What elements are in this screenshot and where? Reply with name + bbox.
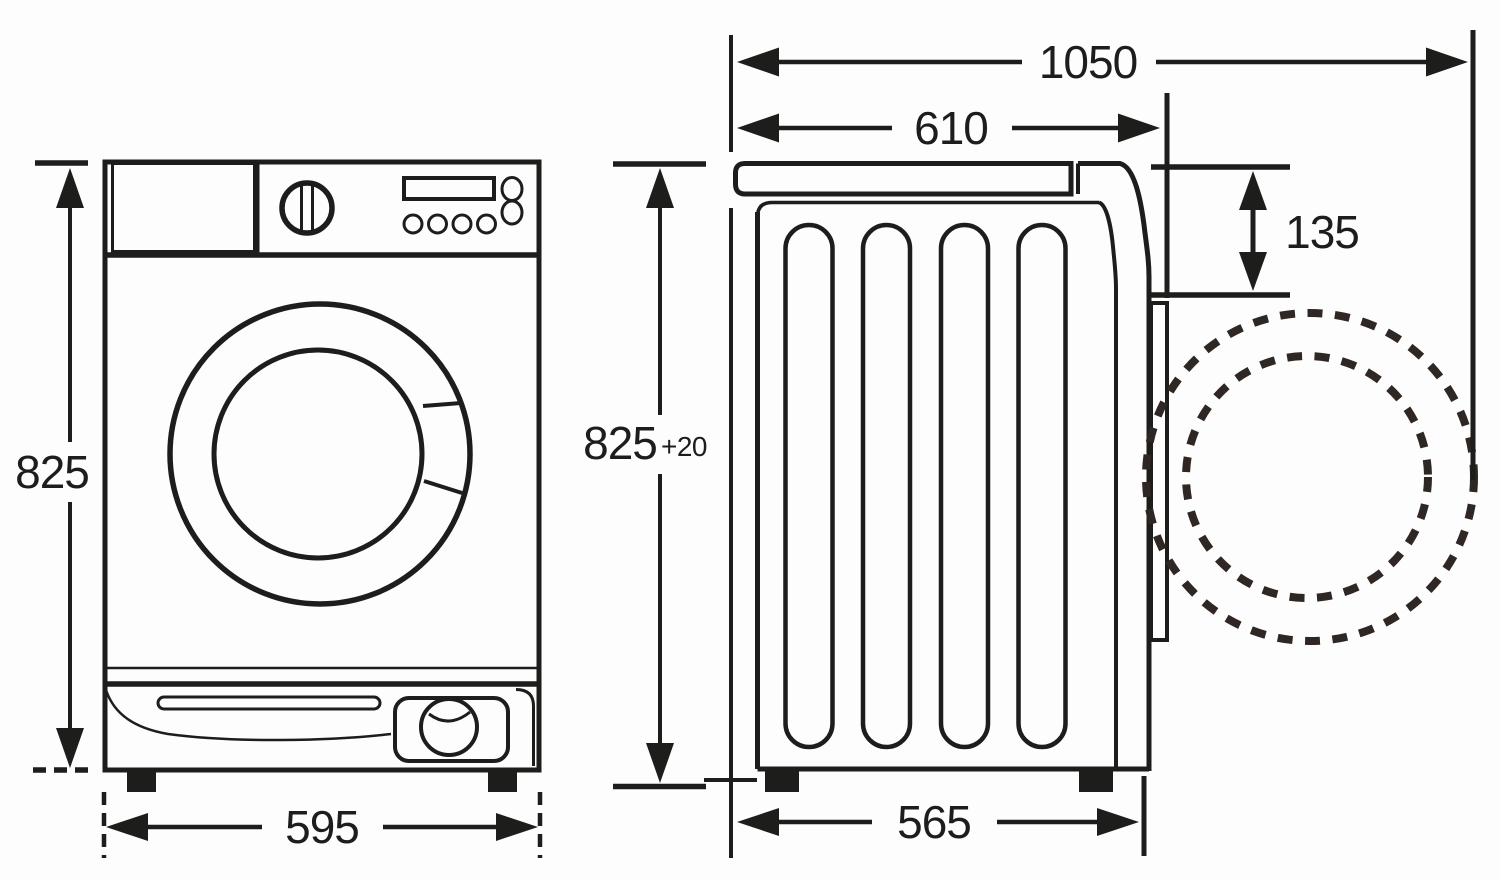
arrow-left [737, 113, 779, 143]
arrow-left [737, 808, 779, 836]
side-height-dimension [613, 161, 706, 790]
side-foot-left [765, 770, 799, 792]
control-buttons [402, 213, 497, 235]
side-foot-right [1079, 770, 1113, 792]
control-button [427, 213, 448, 235]
arrow-left [737, 47, 779, 77]
front-foot-left [127, 770, 156, 792]
front-face-edge [1097, 200, 1118, 769]
door-outer-ring [167, 301, 473, 607]
door-handle-top-line [422, 401, 462, 408]
front-height-dimension [33, 160, 96, 773]
body-top-edge [755, 200, 1099, 218]
arrow-down [646, 743, 674, 783]
display [402, 176, 496, 201]
side-panel-height-label: 135 [1285, 206, 1359, 258]
door-handle-bottom-line [423, 479, 463, 495]
worktop [733, 161, 1074, 197]
side-base-depth-label: 565 [897, 796, 971, 848]
door-side-profile [1149, 301, 1169, 642]
side-button [500, 199, 524, 226]
arrow-down [1239, 252, 1267, 291]
arrow-down [56, 728, 84, 768]
side-upper-depth-dimension [737, 113, 1160, 143]
arrow-up [56, 168, 84, 208]
arrow-right [1118, 113, 1160, 143]
door-swing-inner-dashed [1182, 352, 1432, 602]
front-foot-right [488, 770, 517, 792]
top-front-outer-edge [1078, 161, 1152, 771]
side-height-tolerance-label: +20 [661, 431, 707, 462]
side-total-depth-label: 1050 [1039, 36, 1137, 88]
arrow-right [1426, 47, 1468, 77]
filter-cap-grip [428, 710, 471, 723]
kick-panel-corner [515, 688, 535, 766]
front-height-label: 825 [15, 446, 89, 498]
arrow-right [1097, 808, 1139, 836]
control-button [402, 213, 424, 235]
side-total-depth-dimension [737, 47, 1468, 77]
door-inner-ring [211, 347, 425, 561]
front-width-dimension [101, 792, 543, 858]
rib-slots [783, 222, 1068, 750]
arrow-left [106, 813, 148, 841]
kick-panel-crease [104, 689, 392, 742]
side-buttons [500, 176, 524, 226]
program-dial [279, 180, 335, 236]
side-upper-depth-label: 610 [914, 102, 988, 154]
control-button [476, 213, 497, 235]
arrow-up [646, 168, 674, 208]
rib-slot [938, 222, 991, 750]
rib-slot [1016, 222, 1068, 750]
side-height-label: 825 [583, 417, 657, 469]
kick-slot [156, 695, 382, 711]
side-view-machine [704, 30, 1478, 858]
rib-slot [783, 222, 835, 750]
side-base-depth-dimension [737, 776, 1147, 856]
front-view-machine [102, 159, 542, 792]
filter-cap [419, 697, 479, 757]
rib-slot [860, 222, 913, 750]
control-button [451, 213, 473, 235]
arrow-right [496, 813, 538, 841]
arrow-up [1239, 171, 1267, 210]
side-panel-height-dimension [1151, 164, 1290, 298]
program-dial-grip [300, 186, 314, 230]
front-width-label: 595 [285, 801, 359, 853]
